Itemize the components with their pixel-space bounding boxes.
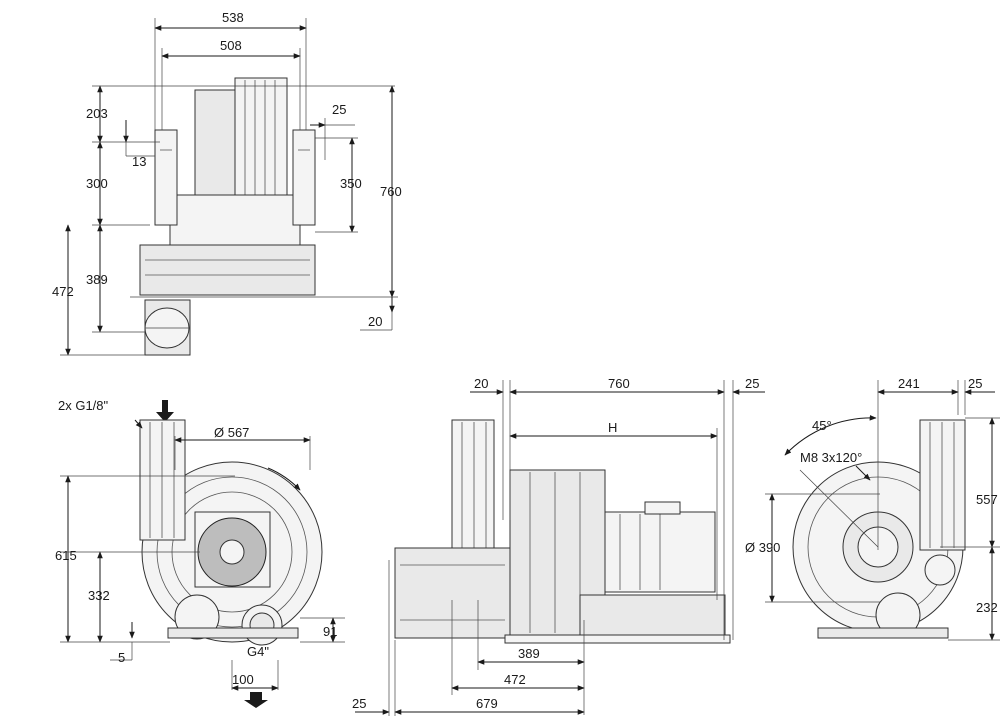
front-view: 2x G1/8" Ø 567 615 332 5 91 G4" 100 <box>55 398 345 708</box>
side-dim-679: 679 <box>476 696 498 711</box>
front-dim-91: 91 <box>323 624 337 639</box>
rear-dim-25: 25 <box>968 376 982 391</box>
rear-view: 241 25 45° M8 3x120° Ø 390 557 232 <box>745 376 1000 641</box>
side-view-drawing <box>394 419 731 644</box>
front-dim-diameter: Ø 567 <box>214 425 249 440</box>
side-dim-472: 472 <box>504 672 526 687</box>
rear-label-angle: 45° <box>812 418 832 433</box>
top-dim-13: 13 <box>132 154 146 169</box>
side-label-h: H <box>608 420 617 435</box>
rear-label-thread: M8 3x120° <box>800 450 862 465</box>
front-view-drawing <box>139 400 323 708</box>
top-dim-20: 20 <box>368 314 382 329</box>
rear-dim-390: Ø 390 <box>745 540 780 555</box>
top-dim-350: 350 <box>340 176 362 191</box>
front-dim-615: 615 <box>55 548 77 563</box>
top-dim-203: 203 <box>86 106 108 121</box>
side-dim-389: 389 <box>518 646 540 661</box>
top-view-drawing <box>139 77 316 356</box>
side-dim-25-bottom: 25 <box>352 696 366 711</box>
front-dim-100: 100 <box>232 672 254 687</box>
top-dim-389: 389 <box>86 272 108 287</box>
top-dim-472: 472 <box>52 284 74 299</box>
outlet-arrow-icon <box>244 692 268 708</box>
side-view: 20 760 25 H 389 472 679 25 <box>352 376 765 716</box>
rear-dim-557: 557 <box>976 492 998 507</box>
inlet-arrow-icon <box>156 400 174 422</box>
front-label-outlet: G4" <box>247 644 269 659</box>
side-dim-760: 760 <box>608 376 630 391</box>
top-dim-300: 300 <box>86 176 108 191</box>
front-dim-332: 332 <box>88 588 110 603</box>
rear-dim-241: 241 <box>898 376 920 391</box>
side-dim-25: 25 <box>745 376 759 391</box>
rear-dim-232: 232 <box>976 600 998 615</box>
top-view: 538 508 203 13 300 389 472 25 350 760 20 <box>52 10 402 356</box>
top-dim-760: 760 <box>380 184 402 199</box>
rear-view-drawing <box>792 419 966 639</box>
front-dim-5: 5 <box>118 650 125 665</box>
front-label-ports: 2x G1/8" <box>58 398 109 413</box>
side-dim-20: 20 <box>474 376 488 391</box>
top-dim-25: 25 <box>332 102 346 117</box>
top-dim-538: 538 <box>222 10 244 25</box>
top-dim-508: 508 <box>220 38 242 53</box>
